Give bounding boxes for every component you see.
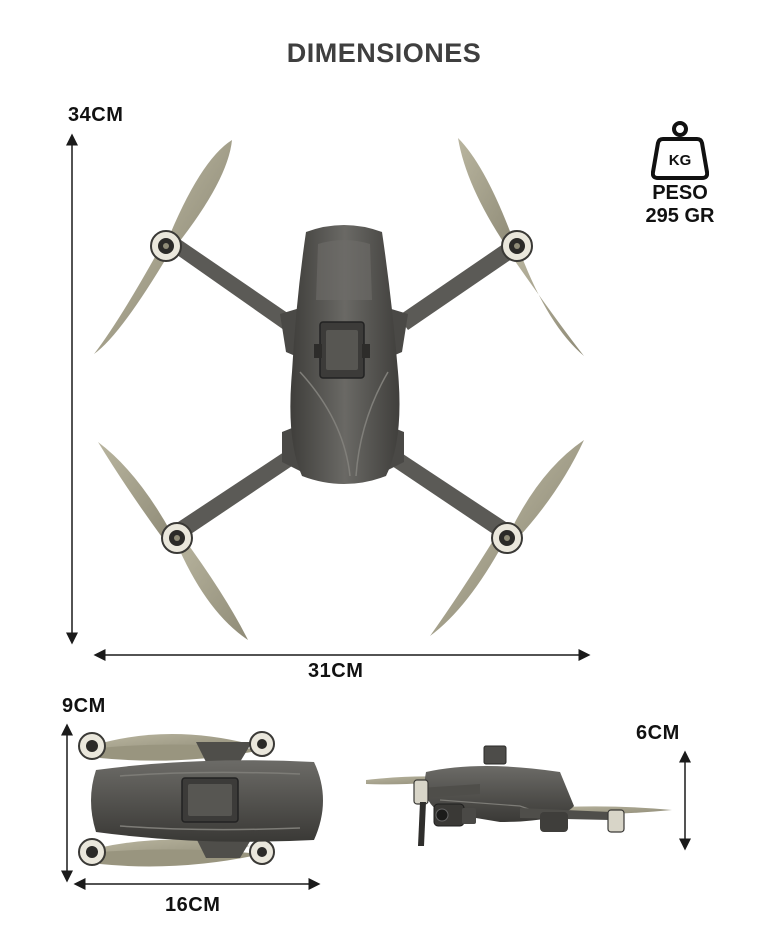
arm-rear-left bbox=[166, 452, 292, 544]
propeller-front-right bbox=[458, 138, 584, 356]
drone-top-view bbox=[94, 138, 584, 640]
drone-folded-view bbox=[78, 731, 323, 867]
arm-front-left bbox=[170, 238, 292, 330]
arm-front-right bbox=[398, 238, 522, 330]
weight-icon: KG bbox=[651, 121, 709, 180]
page-title: DIMENSIONES bbox=[286, 38, 482, 68]
gimbal-camera bbox=[433, 803, 476, 827]
weight-label: PESO bbox=[652, 182, 708, 204]
weight-value: 295 GR bbox=[645, 205, 715, 227]
drone-side-view bbox=[366, 745, 672, 846]
top-view-width-label: 31CM bbox=[308, 660, 364, 682]
motor-front-left bbox=[150, 230, 182, 262]
side-view-height-label: 6CM bbox=[636, 722, 680, 744]
folded-view-height-label: 9CM bbox=[62, 695, 106, 717]
propeller-rear-right bbox=[430, 440, 584, 636]
weight-block: KG PESO 295 GR bbox=[628, 120, 732, 228]
propeller-front-left bbox=[94, 140, 232, 354]
motor-front-right bbox=[501, 230, 533, 262]
folded-view-length-label: 16CM bbox=[165, 894, 221, 916]
arm-rear-right bbox=[392, 452, 518, 544]
motor-rear-left bbox=[161, 522, 193, 554]
motor-rear-right bbox=[491, 522, 523, 554]
propeller-rear-left bbox=[98, 442, 248, 640]
battery-latch bbox=[314, 321, 370, 379]
top-view-height-label: 34CM bbox=[68, 104, 124, 126]
weight-icon-text: KG bbox=[669, 152, 692, 169]
